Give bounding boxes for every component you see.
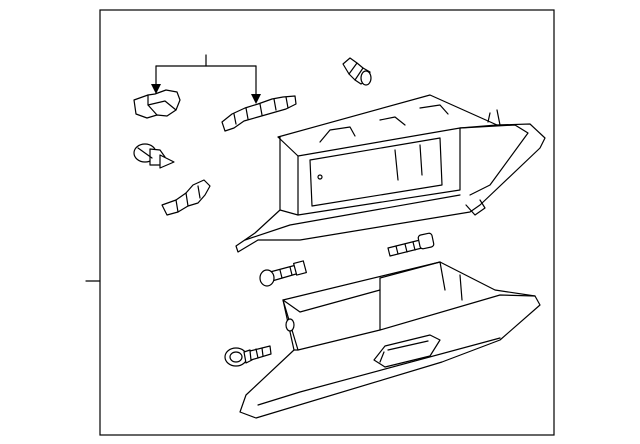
retainer-clip xyxy=(133,89,181,119)
top-bolt xyxy=(342,57,372,86)
hinge-bracket xyxy=(221,95,297,132)
callout-bracket xyxy=(151,54,261,104)
callout-arrow-right xyxy=(251,94,261,104)
glove-box-door xyxy=(239,261,541,419)
callout-arrow-left xyxy=(151,84,161,94)
side-bolt xyxy=(387,232,435,257)
diagram-frame xyxy=(99,9,555,436)
hinge-bolt xyxy=(259,260,307,287)
mounting-bracket xyxy=(161,179,211,216)
door-screw xyxy=(224,345,272,367)
push-clip xyxy=(133,143,175,169)
glove-box-housing xyxy=(235,94,546,253)
